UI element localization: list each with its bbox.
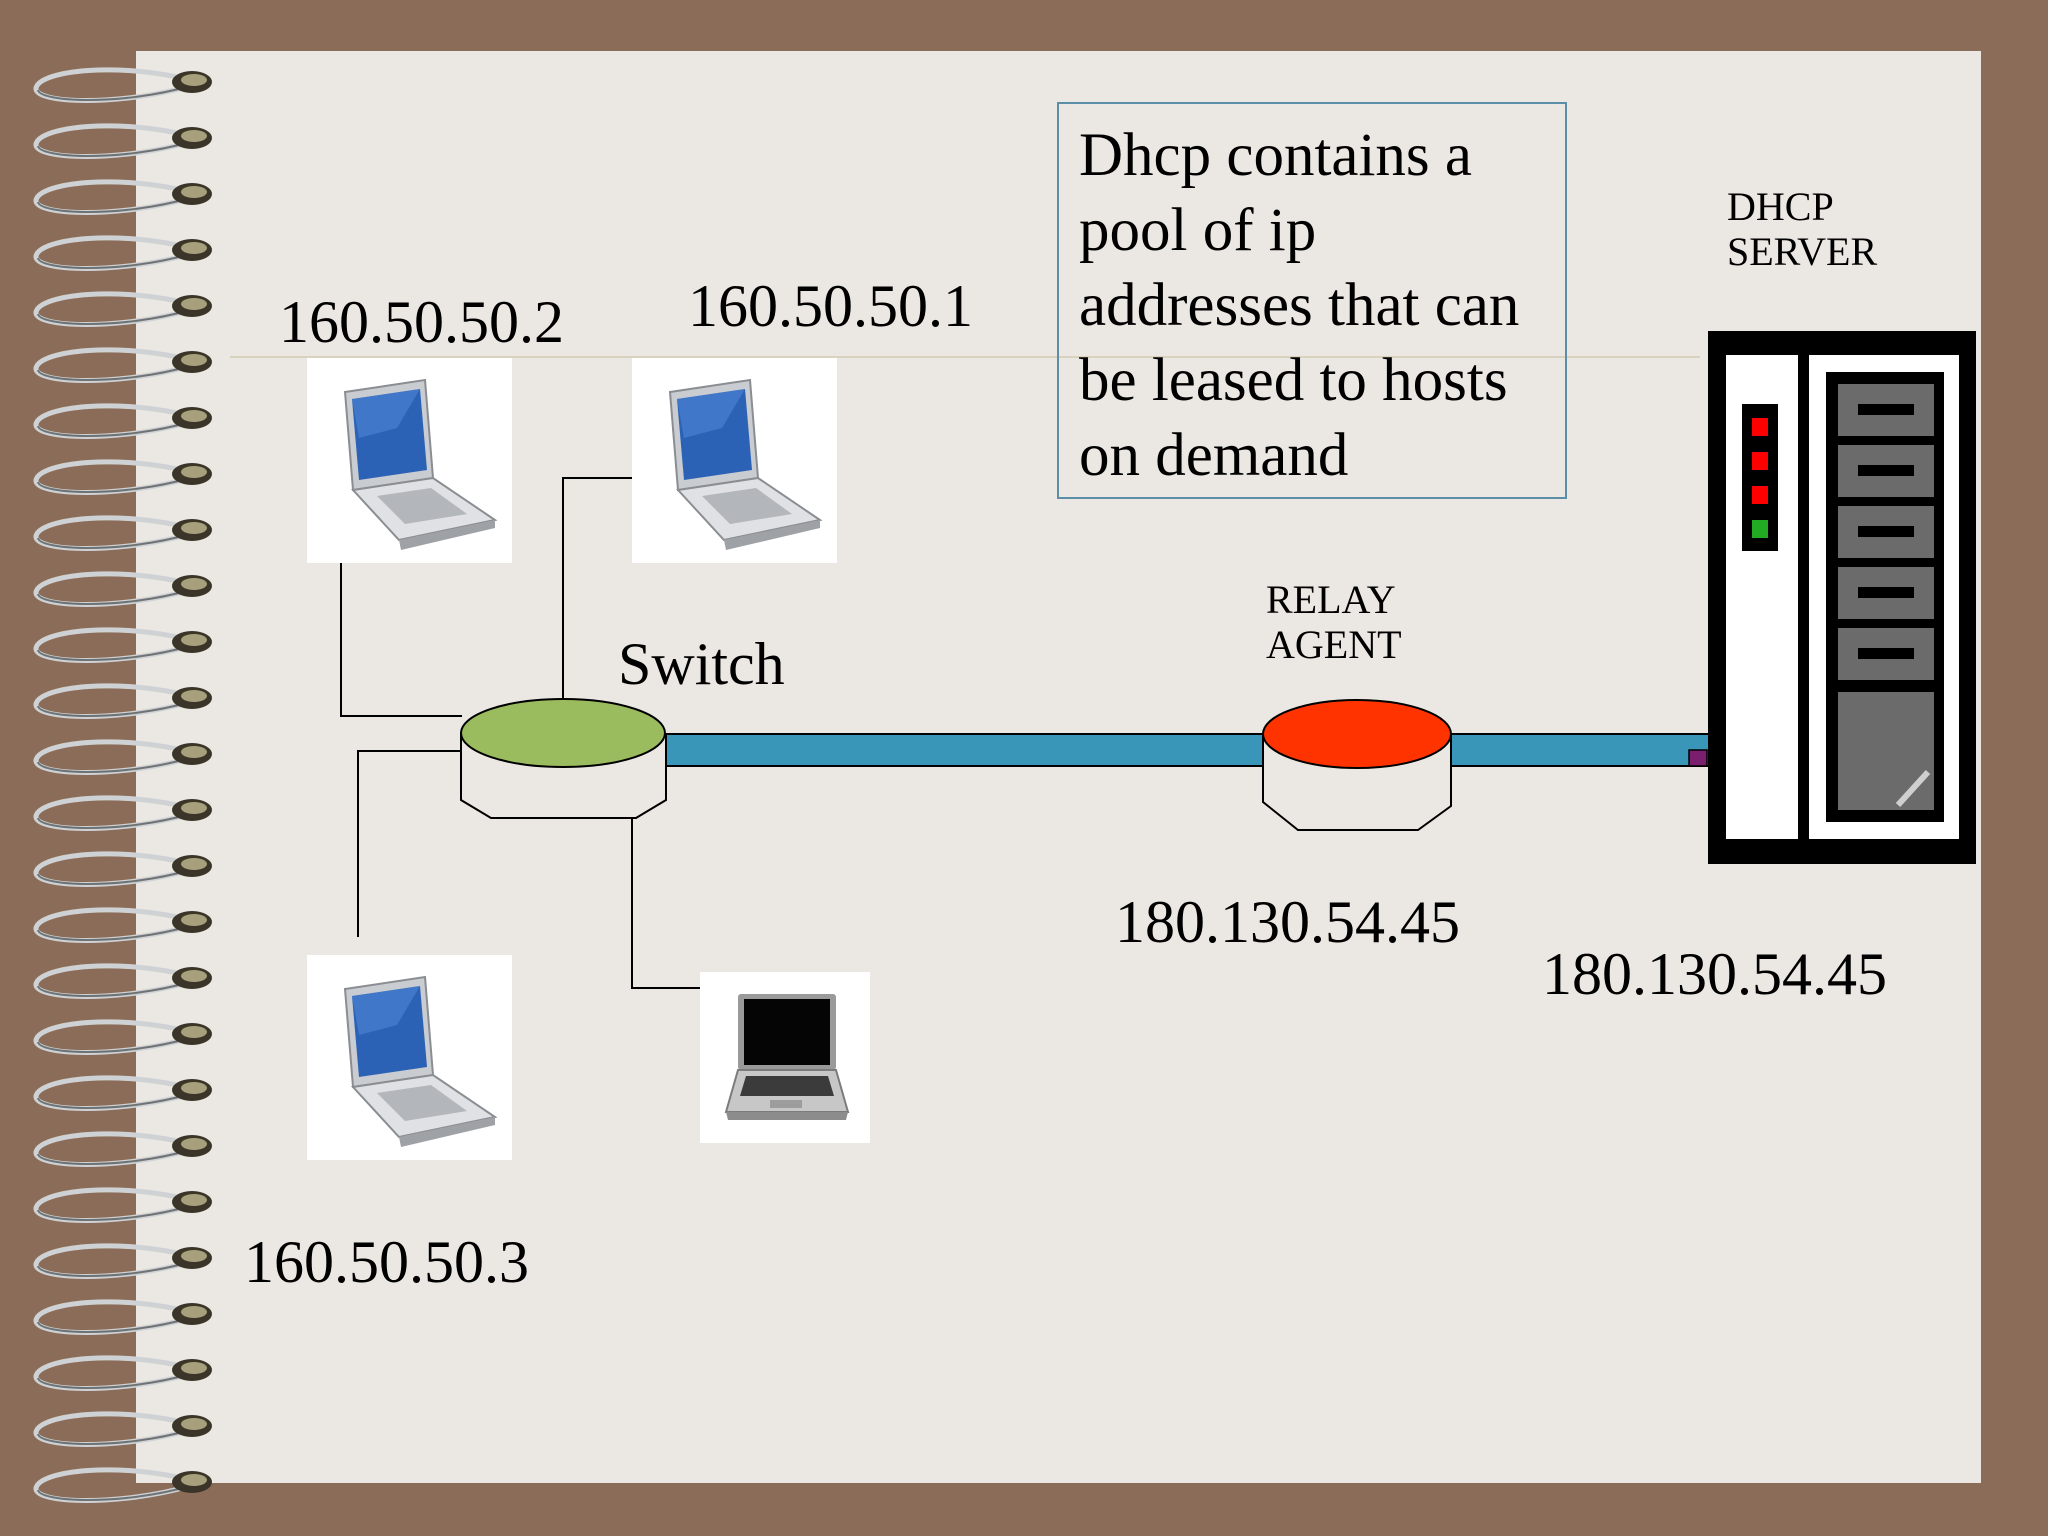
dhcp-server-label: DHCP SERVER	[1727, 184, 1878, 274]
binding-hole-highlight	[181, 1026, 207, 1038]
laptop-host-2	[307, 358, 512, 563]
ip-label-host-2: 160.50.50.2	[279, 289, 564, 355]
binding-hole-highlight	[181, 1082, 207, 1094]
spiral-ring-shadow	[37, 757, 191, 773]
ip-label-relay: 180.130.54.45	[1115, 889, 1460, 955]
binding-hole-highlight	[181, 242, 207, 254]
ip-label-host-1: 160.50.50.1	[688, 273, 973, 339]
ip-label-host-3: 160.50.50.3	[244, 1229, 529, 1295]
spiral-ring-shadow	[37, 253, 191, 269]
binding-hole-highlight	[181, 354, 207, 366]
relay-agent-device	[1262, 699, 1452, 831]
laptop-host-3	[307, 955, 512, 1160]
binding-hole-highlight	[181, 690, 207, 702]
link-host-3	[357, 750, 466, 937]
spiral-ring-shadow	[37, 1037, 191, 1053]
binding-hole-highlight	[181, 410, 207, 422]
binding-hole-highlight	[181, 746, 207, 758]
binding-hole-highlight	[181, 298, 207, 310]
binding-hole-highlight	[181, 914, 207, 926]
binding-hole-highlight	[181, 1306, 207, 1318]
relay-agent-top	[1262, 699, 1452, 769]
spiral-ring-shadow	[37, 1317, 191, 1333]
trunk-link	[663, 733, 1711, 767]
spiral-ring-shadow	[37, 1373, 191, 1389]
spiral-ring-shadow	[37, 1485, 191, 1501]
spiral-ring-shadow	[37, 1261, 191, 1277]
binding-hole-highlight	[181, 466, 207, 478]
spiral-ring-shadow	[37, 365, 191, 381]
spiral-ring-shadow	[37, 141, 191, 157]
binding-hole-highlight	[181, 1138, 207, 1150]
binding-hole-highlight	[181, 858, 207, 870]
callout-text: Dhcp contains a pool of ip addresses tha…	[1079, 122, 1520, 490]
binding-hole-highlight	[181, 1418, 207, 1430]
link-host-4	[631, 770, 700, 989]
spiral-ring-shadow	[37, 813, 191, 829]
switch-top	[460, 698, 666, 768]
spiral-ring-shadow	[37, 1149, 191, 1165]
binding-hole-highlight	[181, 578, 207, 590]
spiral-ring-shadow	[37, 1205, 191, 1221]
spiral-ring-shadow	[37, 197, 191, 213]
laptop-icon	[343, 378, 498, 550]
dhcp-pool-callout: Dhcp contains a pool of ip addresses tha…	[1057, 102, 1567, 499]
ip-label-server: 180.130.54.45	[1542, 941, 1887, 1007]
laptop-icon	[668, 378, 823, 550]
spiral-ring-shadow	[37, 869, 191, 885]
binding-hole-highlight	[181, 1474, 207, 1486]
spiral-ring-shadow	[37, 421, 191, 437]
spiral-ring-shadow	[37, 645, 191, 661]
spiral-ring-shadow	[37, 533, 191, 549]
binding-hole-highlight	[181, 1194, 207, 1206]
laptop-icon	[343, 975, 498, 1147]
binding-hole-highlight	[181, 1362, 207, 1374]
spiral-ring-shadow	[37, 1093, 191, 1109]
binding-hole-highlight	[181, 970, 207, 982]
spiral-ring-shadow	[37, 309, 191, 325]
binding-hole-highlight	[181, 802, 207, 814]
laptop-host-4	[700, 972, 870, 1143]
spiral-ring-shadow	[37, 925, 191, 941]
laptop-host-1	[632, 358, 837, 563]
binding-hole-highlight	[181, 130, 207, 142]
switch-device	[460, 698, 667, 819]
server-port	[1688, 749, 1708, 767]
spiral-binding	[33, 67, 212, 1503]
spiral-ring-shadow	[37, 701, 191, 717]
laptop-icon	[724, 994, 850, 1120]
spiral-ring-shadow	[37, 981, 191, 997]
spiral-ring-shadow	[37, 477, 191, 493]
spiral-ring-shadow	[37, 85, 191, 101]
switch-label: Switch	[618, 631, 785, 697]
binding-hole-highlight	[181, 634, 207, 646]
binding-hole-highlight	[181, 522, 207, 534]
spiral-ring-shadow	[37, 1429, 191, 1445]
binding-hole-highlight	[181, 186, 207, 198]
relay-agent-label: RELAY AGENT	[1266, 577, 1402, 667]
link-host-1	[562, 477, 632, 702]
dhcp-server-icon	[1708, 331, 1976, 864]
link-host-2	[340, 548, 462, 717]
spiral-ring-shadow	[37, 589, 191, 605]
binding-hole-highlight	[181, 1250, 207, 1262]
binding-hole-highlight	[181, 74, 207, 86]
